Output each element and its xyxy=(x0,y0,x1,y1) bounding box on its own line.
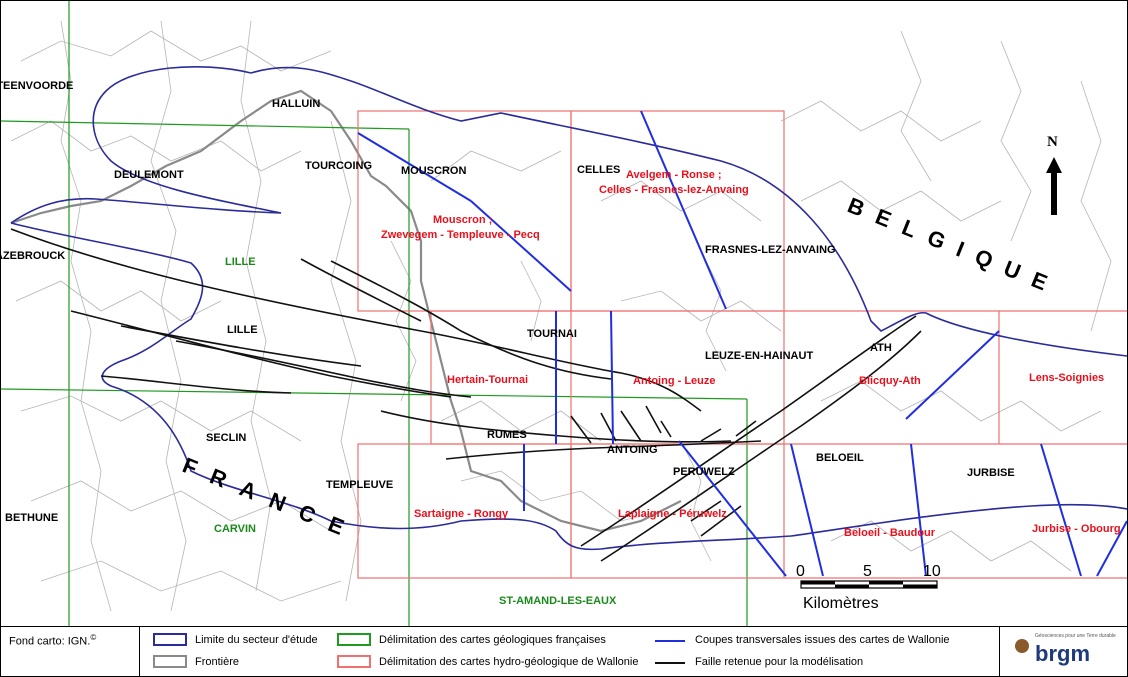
legend-french-maps: Délimitation des cartes géologiques fran… xyxy=(379,634,606,646)
sheet-lille: LILLE xyxy=(225,256,256,268)
legend-study-limit: Limite du secteur d'étude xyxy=(195,634,318,646)
place-mouscron: MOUSCRON xyxy=(401,165,466,177)
sheet-avelgem-line2: Celles - Frasnes-lez-Anvaing xyxy=(599,184,749,196)
cross-section-swatch xyxy=(655,640,685,642)
study-area-limit xyxy=(10,66,1127,551)
french-maps-swatch xyxy=(337,633,371,646)
sheet-carvin: CARVIN xyxy=(214,523,256,535)
brgm-logo: Géosciences pour une Terre durable brgm xyxy=(1011,631,1123,673)
source-credit-mark: © xyxy=(90,633,97,642)
source-credit-text: Fond carto: IGN. xyxy=(9,635,91,648)
belgium-label: BELGIQUE xyxy=(844,192,1064,300)
geological-map: BELGIQUE FRANCE N STEENVOORDE HALLUIN DE… xyxy=(1,1,1127,626)
brgm-globe-icon xyxy=(1015,639,1029,653)
north-arrow: N xyxy=(1046,134,1062,215)
place-leuze: LEUZE-EN-HAINAUT xyxy=(705,350,813,362)
north-arrow-icon xyxy=(1046,157,1062,215)
sheet-lens: Lens-Soignies xyxy=(1029,372,1104,384)
sheet-mouscron-line1: Mouscron ; xyxy=(433,214,492,226)
country-label-belgium: BELGIQUE xyxy=(844,192,1064,300)
sheet-jurbise: Jurbise - Obourg xyxy=(1032,523,1121,535)
commune-boundaries xyxy=(10,20,1112,612)
legend-faults: Faille retenue pour la modélisation xyxy=(695,656,864,668)
legend-wallonie-maps: Délimitation des cartes hydro-géologique… xyxy=(379,656,639,668)
fault-lines xyxy=(10,228,922,562)
wallonie-sheet-outlines xyxy=(357,110,1127,579)
scale-tick-10: 10 xyxy=(923,563,941,580)
place-tourcoing: TOURCOING xyxy=(305,160,372,172)
place-beloeil: BELOEIL xyxy=(816,452,864,464)
place-rumes: RUMES xyxy=(487,429,527,441)
scale-tick-0: 0 xyxy=(796,563,805,580)
french-sheet-outlines xyxy=(1,1,748,626)
place-labels: STEENVOORDE HALLUIN DEULEMONT TOURCOING … xyxy=(1,80,1015,524)
sheet-st-amand: ST-AMAND-LES-EAUX xyxy=(499,595,617,607)
place-tournai: TOURNAI xyxy=(527,328,577,340)
map-legend: Fond carto: IGN.© Limite du secteur d'ét… xyxy=(1,626,1127,676)
border-swatch xyxy=(153,655,187,668)
sheet-sartaigne: Sartaigne - Rongy xyxy=(414,508,509,520)
scale-bar: 0 5 10 Kilomètres xyxy=(796,563,941,612)
national-border xyxy=(10,89,682,533)
sheet-avelgem-line1: Avelgem - Ronse ; xyxy=(626,169,722,181)
place-steenvoorde: STEENVOORDE xyxy=(1,80,73,92)
place-halluin: HALLUIN xyxy=(272,98,320,110)
place-frasnes: FRASNES-LEZ-ANVAING xyxy=(705,244,836,256)
sheet-blicquy: Blicquy-Ath xyxy=(859,375,921,387)
country-label-france: FRANCE xyxy=(179,452,362,545)
sheet-antoing: Antoing - Leuze xyxy=(633,375,716,387)
place-seclin: SECLIN xyxy=(206,432,246,444)
place-bethune: BETHUNE xyxy=(5,512,58,524)
north-arrow-label: N xyxy=(1047,134,1058,150)
wallonie-sheet-labels: Mouscron ; Zwevegem - Templeuve - Pecq A… xyxy=(381,169,1121,539)
legend-divider-right xyxy=(999,627,1000,676)
legend-border: Frontière xyxy=(195,656,240,668)
french-sheet-labels: LILLE CARVIN ST-AMAND-LES-EAUX xyxy=(214,256,617,607)
place-celles: CELLES xyxy=(577,164,620,176)
place-peruwelz: PERUWELZ xyxy=(673,466,735,478)
source-credit: Fond carto: IGN.© xyxy=(9,633,96,648)
place-antoing: ANTOING xyxy=(607,444,658,456)
france-label: FRANCE xyxy=(179,452,362,545)
brgm-wordmark: brgm xyxy=(1035,641,1090,666)
legend-cross-sections: Coupes transversales issues des cartes d… xyxy=(695,634,950,646)
place-lille: LILLE xyxy=(227,324,258,336)
place-ath: ATH xyxy=(870,342,892,354)
cross-section-lines xyxy=(357,110,1127,577)
place-deulemont: DEULEMONT xyxy=(114,169,184,181)
place-templeuve: TEMPLEUVE xyxy=(326,479,393,491)
fault-swatch xyxy=(655,662,685,664)
brgm-tagline: Géosciences pour une Terre durable xyxy=(1035,633,1116,639)
sheet-laplaigne: Laplaigne - Péruwelz xyxy=(618,508,727,520)
sheet-beloeil: Beloeil - Baudour xyxy=(844,527,936,539)
wallonie-maps-swatch xyxy=(337,655,371,668)
scale-unit: Kilomètres xyxy=(803,595,879,612)
study-limit-swatch xyxy=(153,633,187,646)
place-jurbise: JURBISE xyxy=(967,467,1015,479)
sheet-mouscron-line2: Zwevegem - Templeuve - Pecq xyxy=(381,229,540,241)
legend-divider-left xyxy=(139,627,140,676)
sheet-hertain: Hertain-Tournai xyxy=(447,374,528,386)
place-hazebrouck: HAZEBROUCK xyxy=(1,250,65,262)
scale-tick-5: 5 xyxy=(863,563,872,580)
